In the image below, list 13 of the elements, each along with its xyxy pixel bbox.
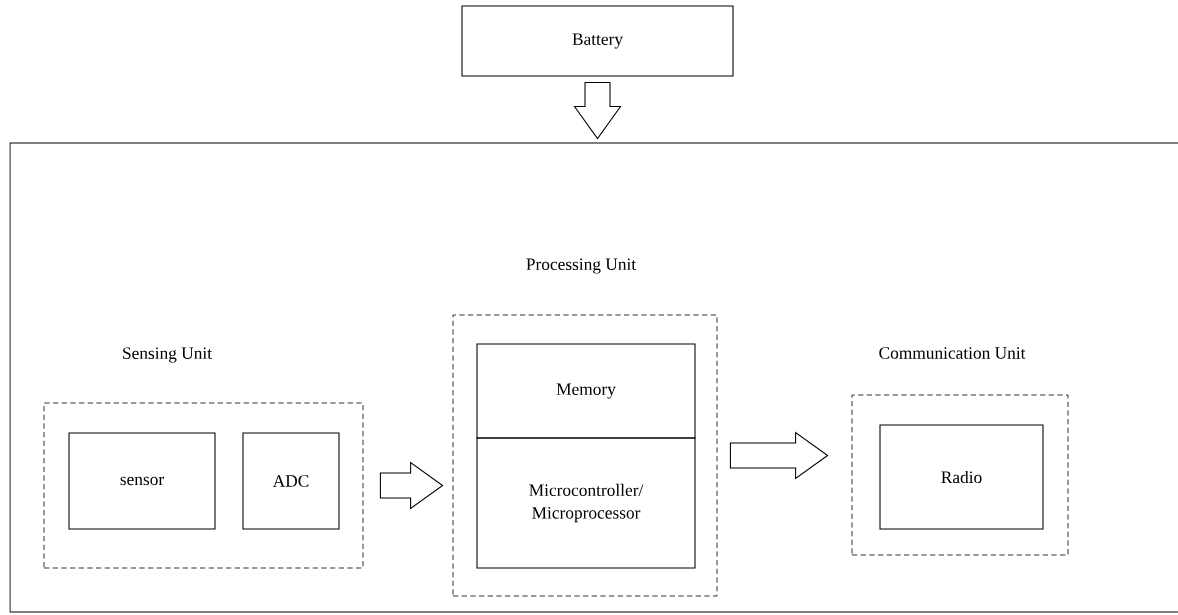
- block-arrow: [573, 82, 622, 140]
- block-box: sensor: [68, 432, 216, 530]
- block-box: Memory: [476, 343, 696, 439]
- block-box: Radio: [879, 424, 1044, 530]
- group-heading: Processing Unit: [526, 258, 636, 274]
- block-arrow: [729, 431, 829, 480]
- block-arrow: [379, 461, 444, 510]
- block-box: Battery: [461, 5, 734, 77]
- block-box: Microcontroller/ Microprocessor: [476, 437, 696, 569]
- block-box: ADC: [242, 432, 340, 530]
- group-heading: Sensing Unit: [123, 347, 212, 363]
- group-heading: Communication Unit: [879, 347, 1026, 359]
- system-box: [9, 142, 1178, 613]
